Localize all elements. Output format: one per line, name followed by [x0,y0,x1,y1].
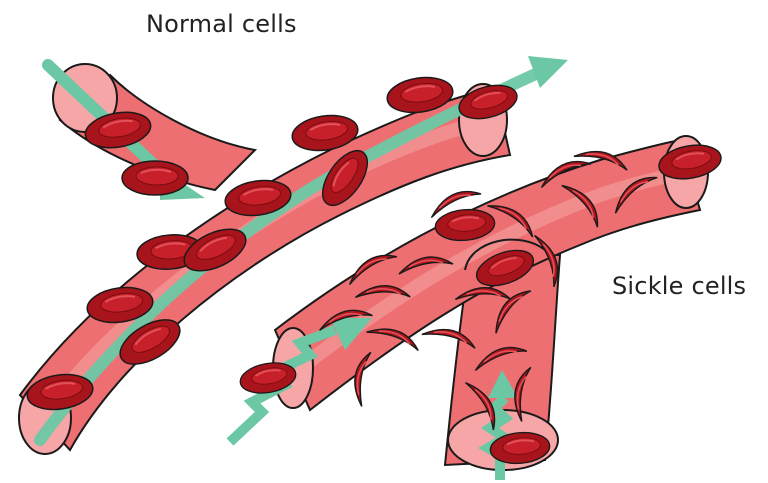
normal-cells-label: Normal cells [146,10,297,38]
sickle-cells-label: Sickle cells [612,272,746,300]
